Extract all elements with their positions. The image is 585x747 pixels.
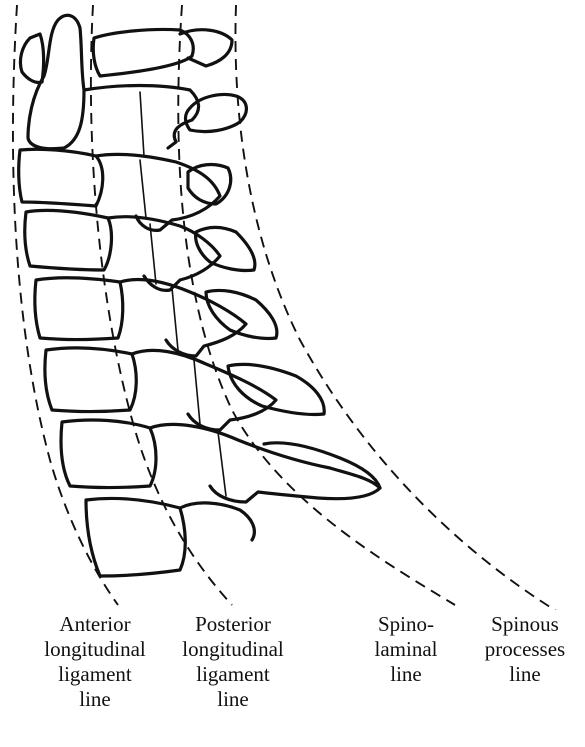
- vertebra-c7: [61, 420, 380, 502]
- anterior-longitudinal-ligament-line: [13, 5, 118, 605]
- vertebra-t1: [86, 498, 254, 576]
- vertebra-c5: [35, 278, 277, 356]
- anterior-longitudinal-ligament-line-label: Anterior longitudinal ligament line: [20, 612, 170, 712]
- spinolaminal-line-label: Spino- laminal line: [356, 612, 456, 687]
- spinous-processes-line: [235, 5, 558, 610]
- posterior-longitudinal-ligament-line-label: Posterior longitudinal ligament line: [158, 612, 308, 712]
- spinous-processes-line-label: Spinous processes line: [470, 612, 580, 687]
- vertebra-c6: [45, 348, 324, 430]
- spine-drawing: [0, 0, 585, 610]
- vertebra-c1-c2: [20, 15, 246, 156]
